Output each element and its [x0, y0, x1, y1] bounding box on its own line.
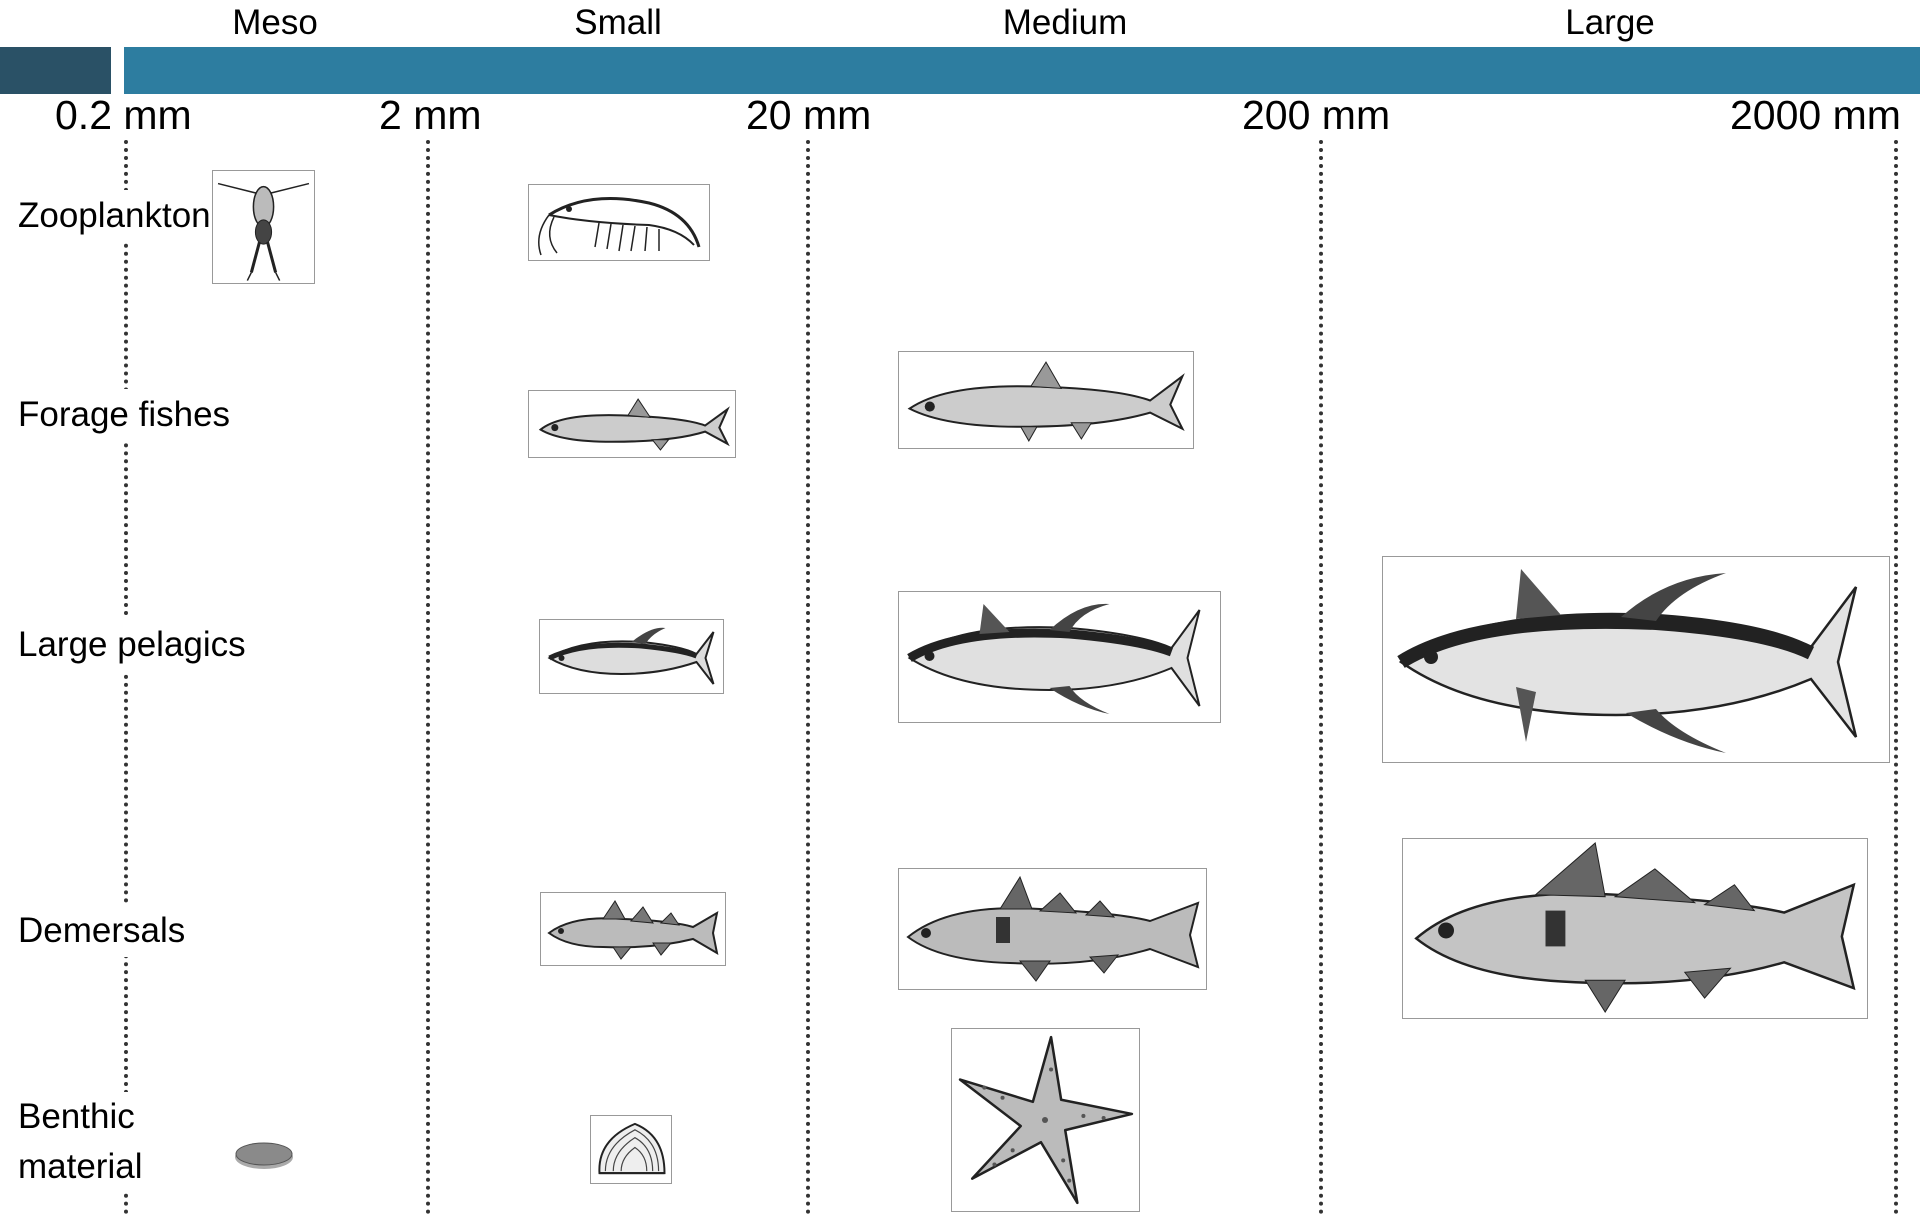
row-label-large-pelagics: Large pelagics	[18, 619, 250, 671]
scale-mark-2mm: 2 mm	[379, 92, 482, 139]
detritus-pellet-icon	[233, 1141, 295, 1171]
size-class-small: Small	[548, 3, 688, 43]
clam-icon	[590, 1115, 672, 1184]
size-class-medium: Medium	[970, 3, 1160, 43]
row-label-benthic-line-2: material	[18, 1142, 142, 1192]
medium-tuna-icon	[898, 591, 1221, 723]
row-label-benthic-material: Benthic material	[18, 1092, 146, 1192]
scale-mark-2000mm: 2000 mm	[1730, 92, 1901, 139]
starfish-icon	[951, 1028, 1140, 1212]
divider-2000mm	[1894, 140, 1898, 1215]
row-label-benthic-line-1: Benthic	[18, 1092, 142, 1142]
scale-mark-200mm: 200 mm	[1242, 92, 1390, 139]
small-cod-icon	[540, 892, 726, 966]
scale-mark-0-2mm: 0.2 mm	[55, 92, 192, 139]
copepod-icon	[212, 170, 315, 284]
medium-forage-fish-icon	[898, 351, 1194, 449]
row-label-forage-fishes: Forage fishes	[18, 389, 234, 441]
small-tuna-icon	[539, 619, 724, 694]
large-cod-icon	[1402, 838, 1868, 1019]
krill-icon	[528, 184, 710, 261]
row-label-demersals: Demersals	[18, 905, 189, 957]
header-bar-size-classes	[124, 47, 1920, 94]
large-tuna-icon	[1382, 556, 1890, 763]
size-class-meso: Meso	[215, 3, 335, 43]
medium-cod-icon	[898, 868, 1207, 990]
header-bar-meso	[0, 47, 111, 94]
small-forage-fish-icon	[528, 390, 736, 458]
scale-mark-20mm: 20 mm	[746, 92, 871, 139]
divider-200mm	[1319, 140, 1323, 1215]
row-label-zooplankton: Zooplankton	[18, 190, 215, 242]
divider-0-2mm	[124, 140, 128, 1215]
divider-2mm	[426, 140, 430, 1215]
divider-20mm	[806, 140, 810, 1215]
size-class-large: Large	[1540, 3, 1680, 43]
